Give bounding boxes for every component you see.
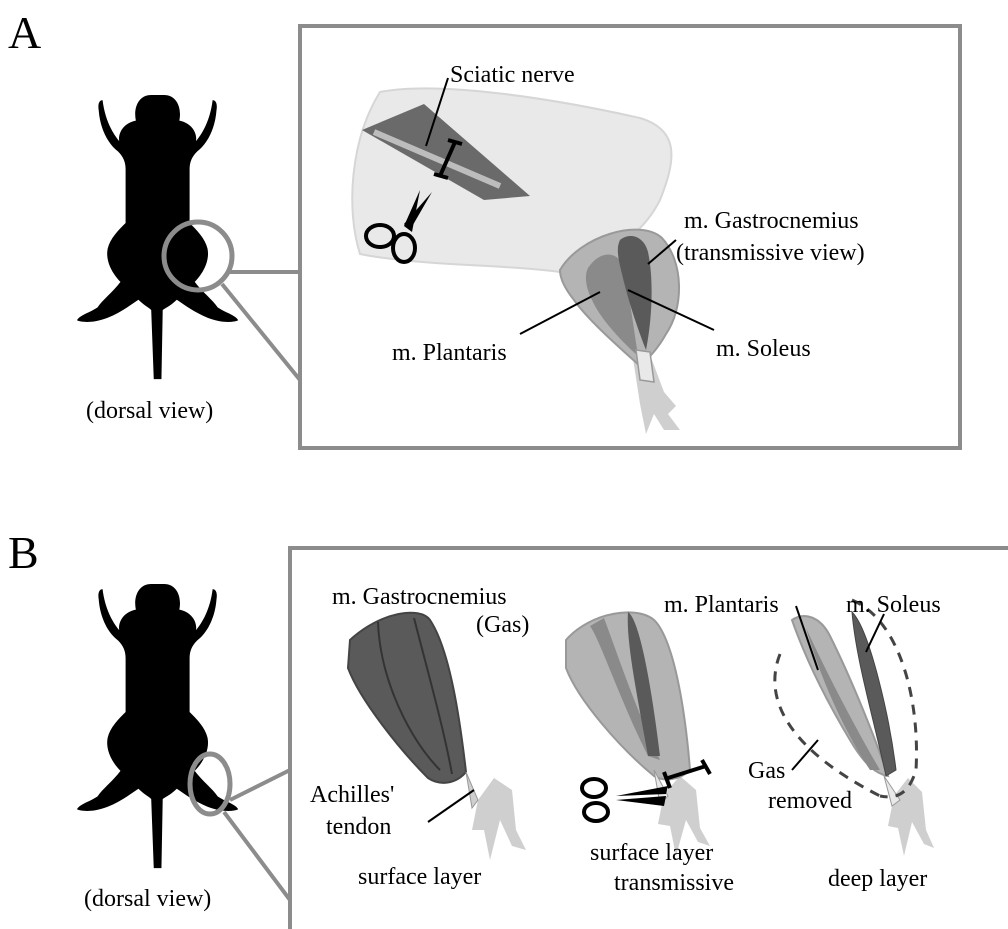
scissors-icon	[582, 779, 668, 821]
label-soleus: m. Soleus	[716, 336, 811, 362]
label-surface-layer: surface layer	[358, 864, 481, 890]
label-gas-removed: removed	[768, 788, 852, 814]
label-plantaris: m. Plantaris	[392, 340, 507, 366]
rat-silhouette	[77, 584, 238, 868]
label-sciatic-nerve: Sciatic nerve	[450, 62, 575, 88]
panel-a: A (dorsal view)	[8, 7, 960, 448]
label-gas: Gas	[748, 758, 785, 784]
label-surface-transmissive: surface layer	[590, 840, 713, 866]
label-plantaris: m. Plantaris	[664, 592, 779, 618]
label-gastrocnemius-sub: (Gas)	[476, 612, 529, 638]
zoom-connector	[224, 812, 290, 900]
leader-line	[866, 614, 884, 652]
label-achilles: Achilles'	[310, 782, 394, 808]
zoom-connector	[230, 770, 290, 800]
view-caption: (dorsal view)	[84, 886, 211, 912]
view-caption: (dorsal view)	[86, 398, 213, 424]
panel-letter-b: B	[8, 527, 39, 578]
panel-letter-a: A	[8, 7, 41, 58]
label-soleus: m. Soleus	[846, 592, 941, 618]
label-gastrocnemius: m. Gastrocnemius	[332, 584, 507, 610]
label-surface-transmissive-sub: transmissive	[614, 870, 734, 896]
panel-b: B (dorsal view)	[8, 527, 1008, 929]
rat-silhouette	[77, 95, 238, 379]
label-achilles-sub: tendon	[326, 814, 391, 840]
label-gastrocnemius-sub: (transmissive view)	[676, 240, 865, 266]
leader-line	[428, 790, 474, 822]
deep-layer-figure	[775, 600, 934, 856]
label-deep-layer: deep layer	[828, 866, 927, 892]
zoom-connector	[222, 284, 300, 380]
label-gastrocnemius: m. Gastrocnemius	[684, 208, 859, 234]
